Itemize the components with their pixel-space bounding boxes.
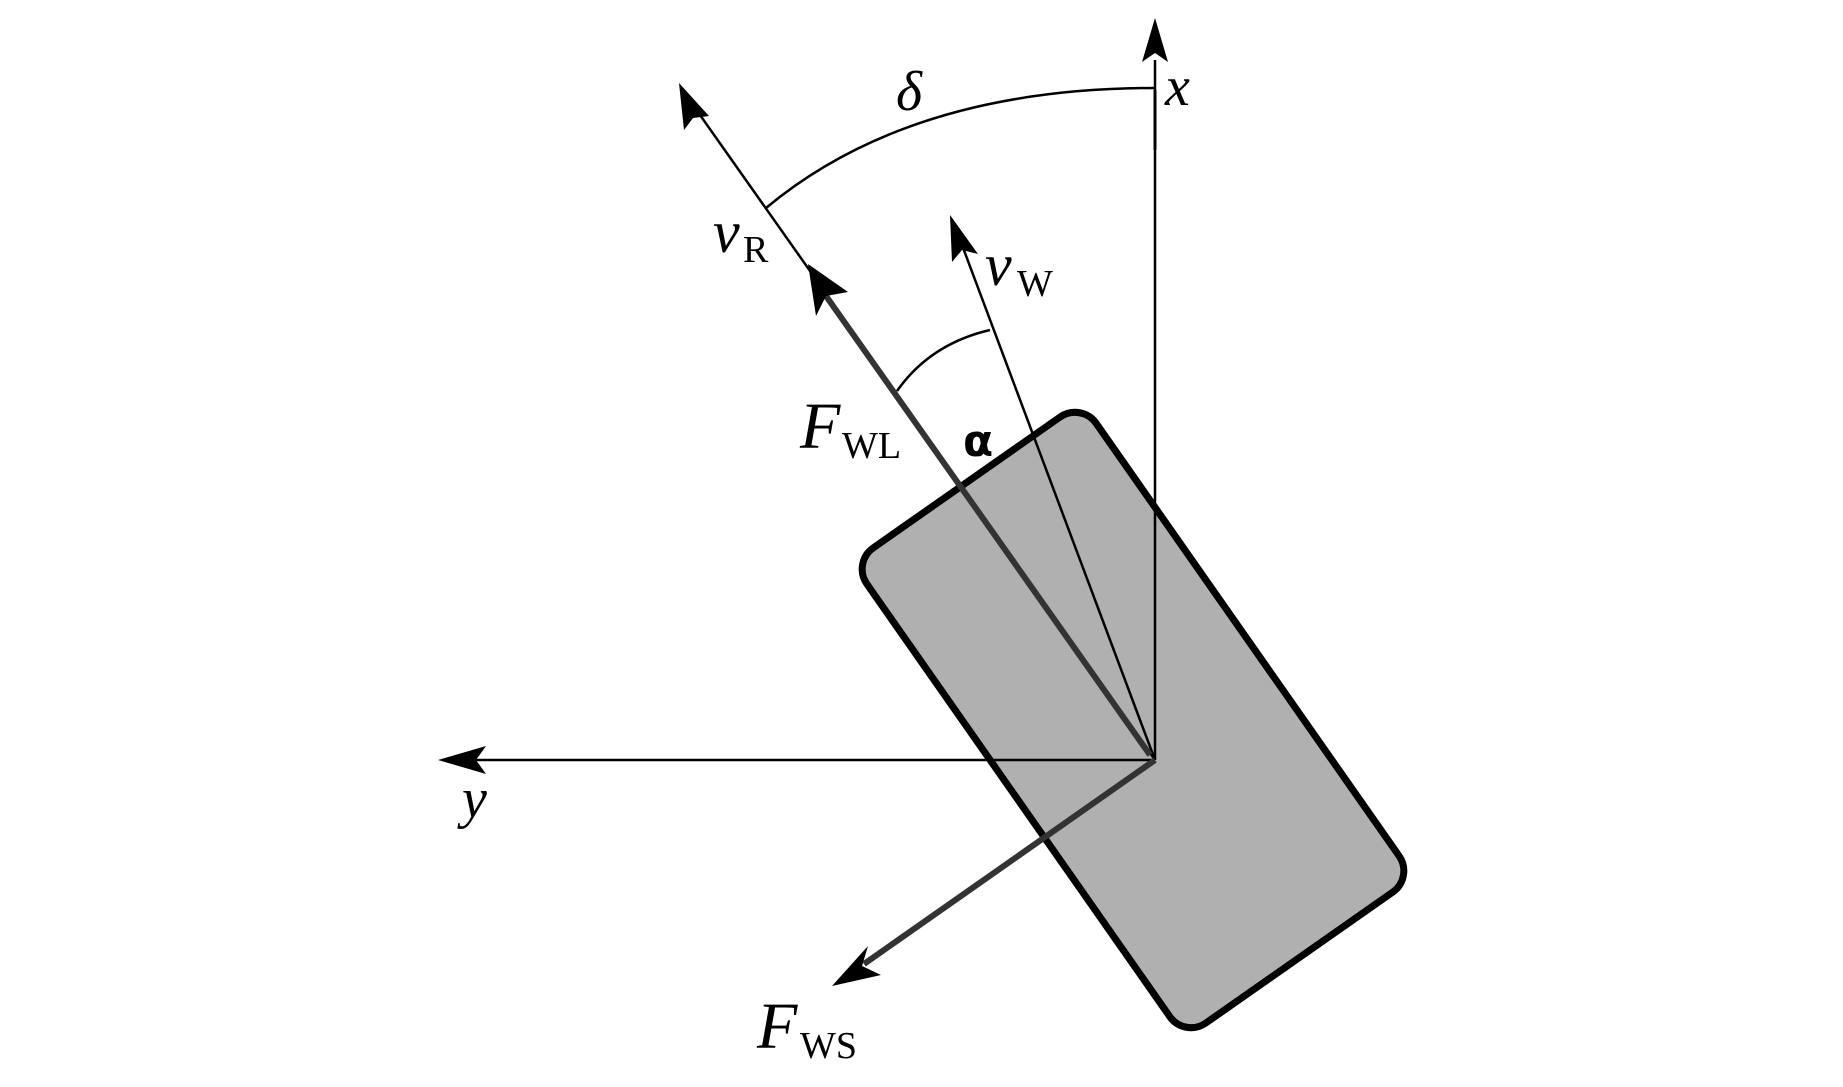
- v-w-label: v W: [985, 232, 1053, 305]
- y-axis-label: y: [457, 768, 487, 830]
- svg-text:WS: WS: [800, 1025, 857, 1067]
- x-axis-label: x: [1164, 56, 1190, 118]
- y-axis-arrowhead: [438, 746, 486, 774]
- alpha-angle-arc: [895, 328, 991, 392]
- v-w-line: [960, 244, 1157, 761]
- svg-text:WL: WL: [842, 425, 901, 467]
- f-ws-force-line: [862, 757, 1157, 967]
- f-wl-force-line: [823, 294, 1153, 757]
- svg-text:F: F: [799, 390, 841, 463]
- svg-text:v: v: [985, 232, 1012, 298]
- svg-text:R: R: [743, 229, 769, 271]
- f-wl-label: F WL: [799, 390, 901, 467]
- f-ws-arrowhead: [832, 946, 881, 986]
- v-r-arrowhead: [679, 83, 709, 130]
- alpha-label: α: [963, 416, 993, 467]
- svg-text:W: W: [1017, 263, 1053, 305]
- x-axis-arrowhead: [1142, 18, 1168, 62]
- f-wl-arrowhead: [808, 264, 848, 316]
- svg-text:v: v: [713, 199, 740, 265]
- v-w-arrowhead: [950, 215, 978, 262]
- svg-text:F: F: [756, 990, 798, 1063]
- wheel-body: [858, 408, 1408, 1032]
- f-ws-label: F WS: [756, 990, 857, 1067]
- delta-angle-arc: [765, 86, 1156, 209]
- delta-label: δ: [896, 61, 923, 123]
- v-r-label: v R: [713, 199, 769, 271]
